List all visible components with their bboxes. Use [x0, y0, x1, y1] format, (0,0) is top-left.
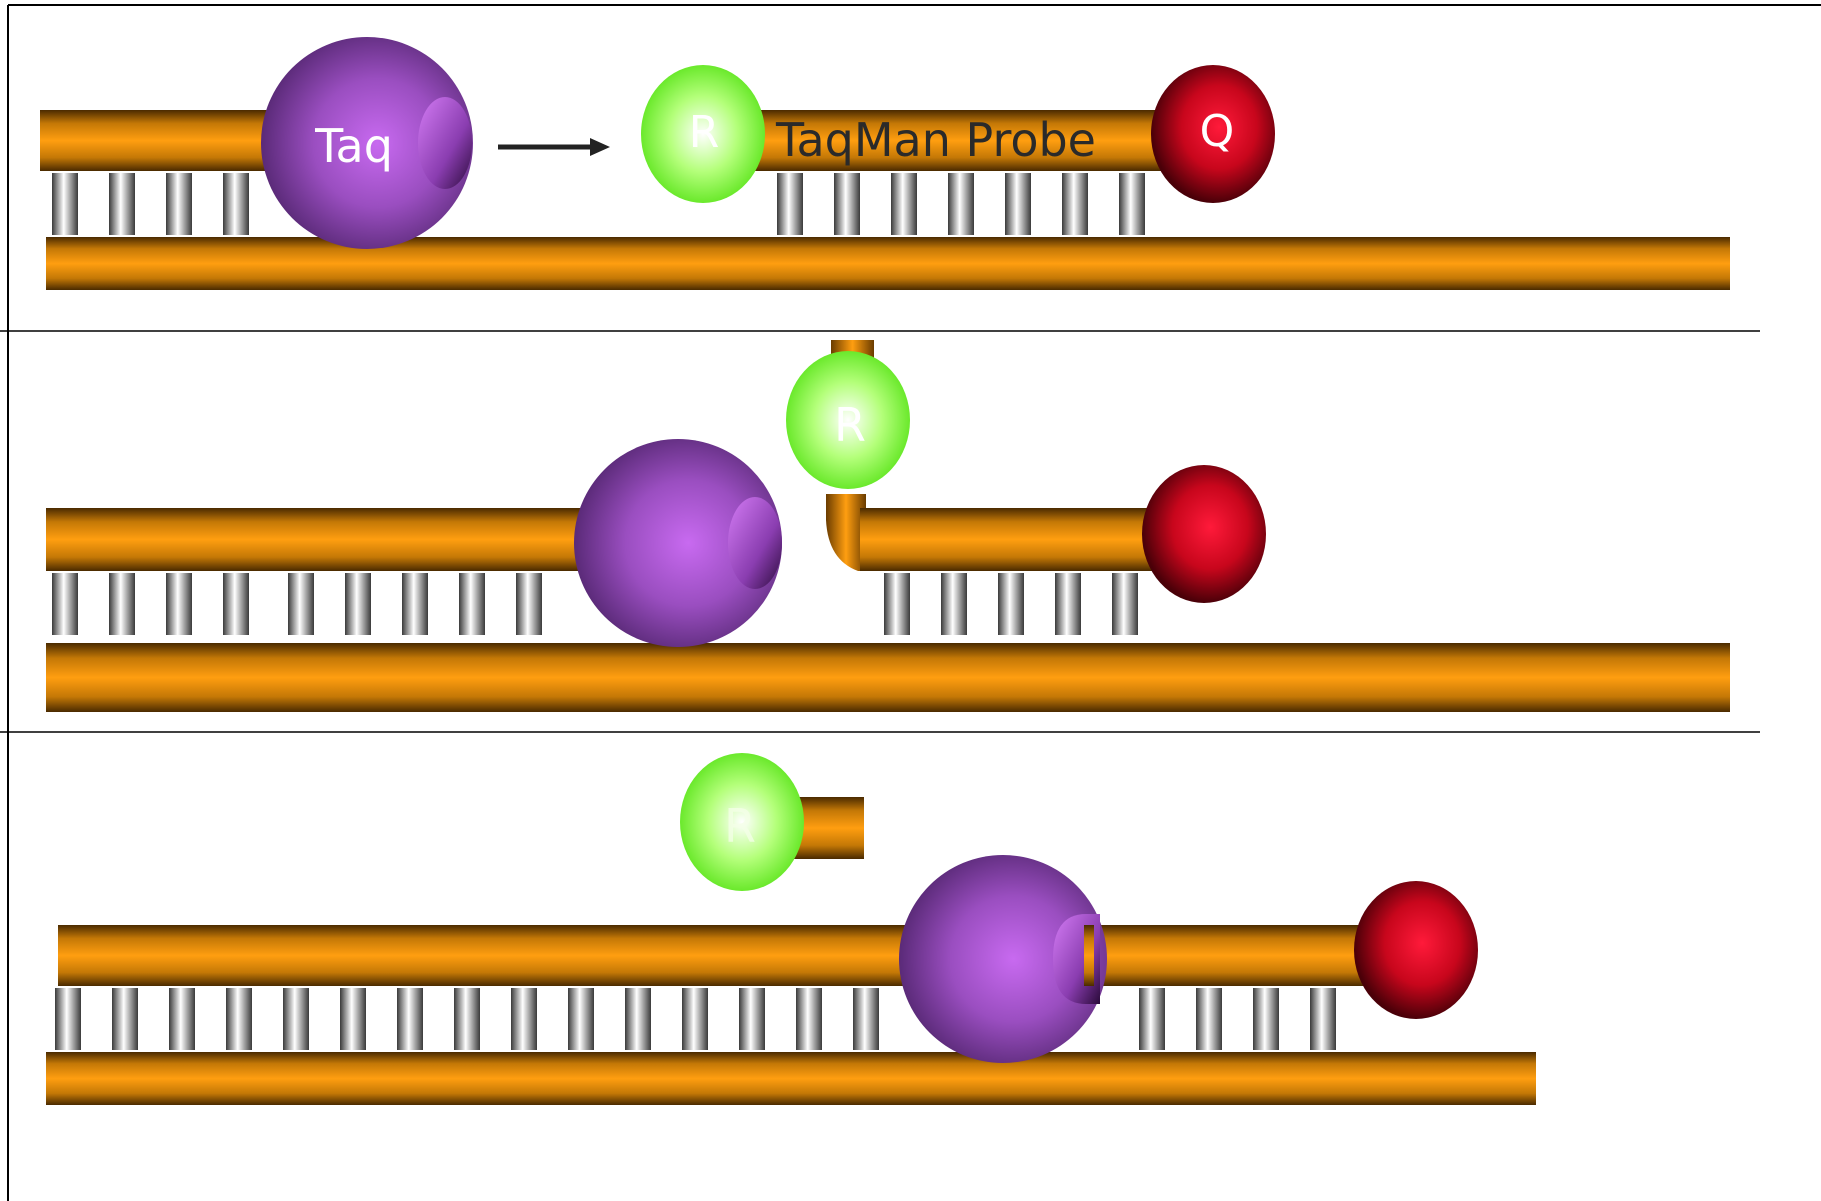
base-pair	[1310, 988, 1336, 1050]
base-pair	[402, 573, 428, 635]
panel-step-2: R	[46, 340, 1730, 712]
base-pair	[1055, 573, 1081, 635]
base-pair	[777, 173, 803, 235]
base-pair	[226, 988, 252, 1050]
taq-polymerase	[899, 855, 1107, 1063]
base-pair	[109, 573, 135, 635]
panel-frame	[0, 4, 1821, 1201]
probe-cleavage-stub	[826, 494, 866, 571]
base-pair	[1196, 988, 1222, 1050]
template-strand	[46, 237, 1730, 290]
base-pair	[169, 988, 195, 1050]
taq-pocket	[728, 497, 782, 589]
base-pair	[397, 988, 423, 1050]
base-pair	[511, 988, 537, 1050]
taq-grip	[1084, 925, 1094, 986]
base-pair	[345, 573, 371, 635]
base-pair	[1139, 988, 1165, 1050]
taq-polymerase: Taq	[261, 37, 473, 249]
template-strand	[46, 1052, 1536, 1105]
base-pair	[941, 573, 967, 635]
quencher-dye	[1354, 881, 1478, 1019]
base-pair	[55, 988, 81, 1050]
taqman-probe-label: TaqMan Probe	[775, 113, 1096, 167]
remaining-probe	[860, 508, 1160, 571]
base-pair	[853, 988, 879, 1050]
reporter-dye: R	[641, 65, 765, 203]
base-pair	[112, 988, 138, 1050]
primer-strand	[40, 110, 280, 171]
base-pair	[1253, 988, 1279, 1050]
reporter-dye: R	[680, 753, 804, 891]
base-pairs	[52, 573, 1138, 635]
reporter-label: R	[834, 398, 866, 452]
base-pair	[884, 573, 910, 635]
base-pair	[1119, 173, 1145, 235]
panel-step-3: R	[46, 753, 1536, 1105]
quencher-dye	[1142, 465, 1266, 603]
base-pair	[796, 988, 822, 1050]
base-pair	[52, 573, 78, 635]
panel-step-1: Taq TaqMan Probe R Q	[40, 37, 1730, 290]
base-pair	[834, 173, 860, 235]
quencher-dye: Q	[1151, 65, 1275, 203]
quencher-label: Q	[1200, 106, 1235, 157]
base-pair	[340, 988, 366, 1050]
extended-primer-strand	[58, 925, 908, 986]
base-pair	[568, 988, 594, 1050]
arrow-right-icon	[498, 138, 610, 156]
reporter-label: R	[724, 799, 756, 853]
base-pair	[109, 173, 135, 235]
base-pairs	[52, 173, 1145, 235]
base-pair	[288, 573, 314, 635]
base-pair	[1062, 173, 1088, 235]
taq-polymerase	[574, 439, 782, 647]
template-strand	[46, 643, 1730, 712]
base-pair	[998, 573, 1024, 635]
taq-pocket	[418, 97, 472, 189]
base-pair	[625, 988, 651, 1050]
taq-body	[899, 855, 1107, 1063]
base-pair	[166, 573, 192, 635]
base-pair	[223, 573, 249, 635]
base-pair	[52, 173, 78, 235]
extended-primer-strand	[46, 508, 586, 571]
base-pair	[223, 173, 249, 235]
taq-body	[574, 439, 782, 647]
base-pairs	[55, 988, 1336, 1050]
base-pair	[459, 573, 485, 635]
remaining-probe	[1080, 925, 1380, 986]
base-pair	[891, 173, 917, 235]
base-pair	[283, 988, 309, 1050]
base-pair	[166, 173, 192, 235]
base-pair	[1005, 173, 1031, 235]
reporter-dye: R	[786, 351, 910, 489]
taq-body	[261, 37, 473, 249]
reporter-label: R	[689, 107, 720, 158]
base-pair	[516, 573, 542, 635]
taqman-probe	[752, 110, 1172, 171]
base-pair	[948, 173, 974, 235]
base-pair	[454, 988, 480, 1050]
taq-label: Taq	[314, 119, 393, 173]
base-pair	[682, 988, 708, 1050]
base-pair	[1112, 573, 1138, 635]
base-pair	[739, 988, 765, 1050]
